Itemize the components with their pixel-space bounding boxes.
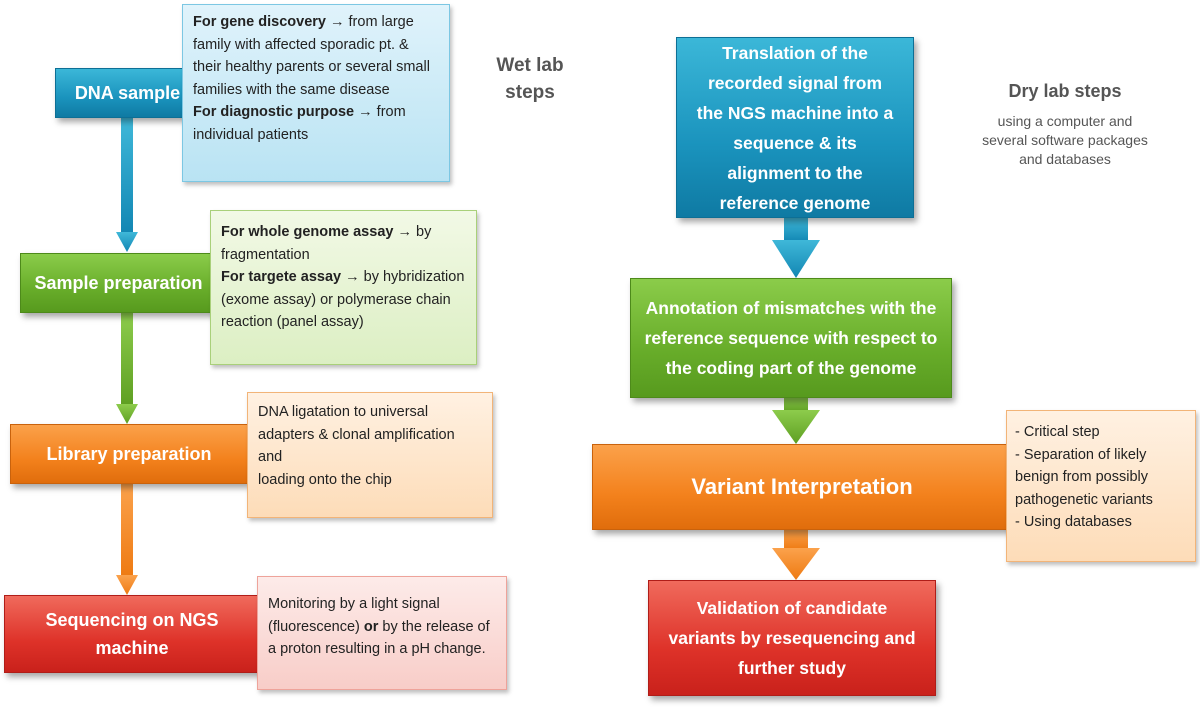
diagnostic-label: For diagnostic purpose — [193, 104, 355, 120]
library-note-line: DNA ligatation to universal — [258, 404, 429, 420]
arrow-sample-prep-to-library — [116, 313, 138, 424]
dna-sample-note: For gene discovery → from large family w… — [182, 4, 450, 182]
translation-step: Translation of the recorded signal from … — [676, 37, 914, 218]
library-note-line: and — [258, 449, 283, 465]
sample-preparation-note: For whole genome assay → by fragmentatio… — [210, 210, 477, 365]
diagnostic-text: → from individual patients — [193, 104, 406, 143]
arrow-annotation-to-variant — [772, 398, 820, 444]
gene-discovery-label: For gene discovery — [193, 14, 326, 30]
targeted-label: For targete assay — [221, 269, 342, 285]
sequencing-step: Sequencing on NGS machine — [4, 595, 260, 673]
sequencing-note-part2: by the release of a proton resulting in … — [268, 618, 490, 658]
variant-interpretation-step: Variant Interpretation — [592, 444, 1012, 530]
arrow-translation-to-annotation — [772, 218, 820, 278]
library-preparation-step: Library preparation — [10, 424, 248, 484]
arrow-dna-to-sample-prep — [116, 118, 138, 252]
arrow-library-to-sequencing — [116, 484, 138, 595]
sequencing-note: Monitoring by a light signal (fluorescen… — [257, 576, 507, 690]
variant-note-line: - Separation of likely benign from possi… — [1015, 446, 1153, 508]
sequencing-note-part1: Monitoring by a light signal (fluorescen… — [268, 596, 440, 635]
dry-lab-subtitle-line: several software packages — [982, 132, 1148, 148]
targeted-text: → by hybridization (exome assay) or poly… — [221, 269, 465, 330]
arrow-variant-to-validation — [772, 530, 820, 580]
dry-lab-subtitle-line: using a computer and — [997, 113, 1133, 129]
library-preparation-note: DNA ligatation to universal adapters & c… — [247, 392, 493, 518]
gene-discovery-text: → from large family with affected sporad… — [193, 14, 430, 98]
library-note-line: adapters & clonal amplification — [258, 426, 455, 443]
whole-genome-label: For whole genome assay — [221, 224, 394, 240]
wet-lab-heading: Wet lab steps — [496, 55, 564, 103]
dry-lab-subtitle: using a computer and several software pa… — [960, 112, 1170, 169]
whole-genome-text: → by fragmentation — [221, 224, 432, 263]
annotation-step: Annotation of mismatches with the refere… — [630, 278, 952, 398]
sequencing-note-or: or — [363, 618, 379, 635]
dry-lab-subtitle-line: and databases — [1019, 151, 1111, 167]
library-note-line: loading onto the chip — [258, 471, 392, 488]
dna-sample-step: DNA sample — [55, 68, 200, 118]
variant-note-line: - Critical step — [1015, 424, 1100, 440]
dry-lab-heading: Dry lab steps — [1008, 81, 1122, 101]
sample-preparation-step: Sample preparation — [20, 253, 217, 313]
validation-step: Validation of candidate variants by rese… — [648, 580, 936, 696]
variant-note-line: - Using databases — [1015, 514, 1132, 530]
variant-interpretation-note: - Critical step - Separation of likely b… — [1006, 410, 1196, 562]
